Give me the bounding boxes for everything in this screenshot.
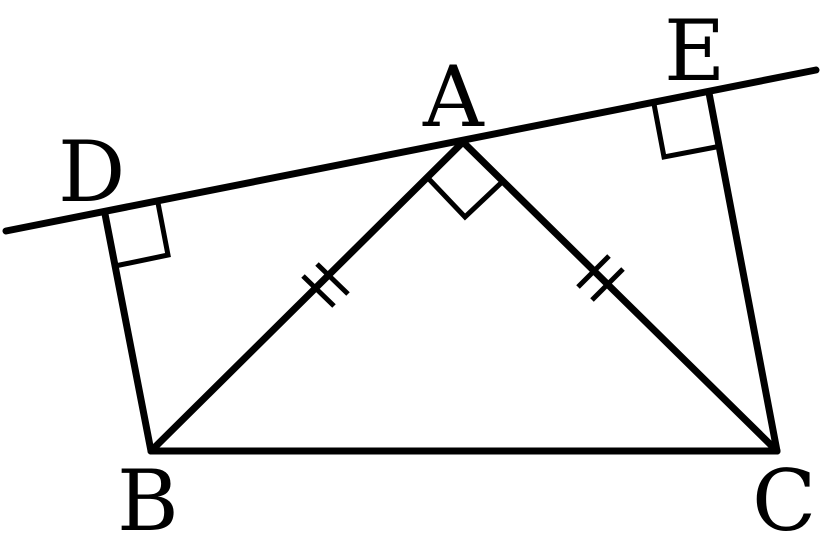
right-angle-marker-d xyxy=(114,202,171,269)
tick-ab-1 xyxy=(301,274,336,308)
point-label-a: A xyxy=(422,48,485,146)
segment-ac xyxy=(459,138,781,455)
line-de xyxy=(2,66,820,235)
segment-ab xyxy=(147,138,467,455)
tick-ab-2 xyxy=(315,262,350,296)
right-angle-marker-a xyxy=(425,175,503,221)
tick-ac-2 xyxy=(590,267,625,302)
equal-ticks-ac xyxy=(576,254,625,302)
equal-ticks-ab xyxy=(301,262,350,308)
point-label-d: D xyxy=(58,123,125,221)
segment-bd xyxy=(101,210,155,455)
right-angle-marker-e xyxy=(651,103,717,160)
point-label-e: E xyxy=(664,2,725,100)
segment-ce xyxy=(705,89,781,455)
tick-ac-1 xyxy=(576,254,611,289)
point-label-c: C xyxy=(752,452,816,550)
point-label-b: B xyxy=(117,452,179,550)
